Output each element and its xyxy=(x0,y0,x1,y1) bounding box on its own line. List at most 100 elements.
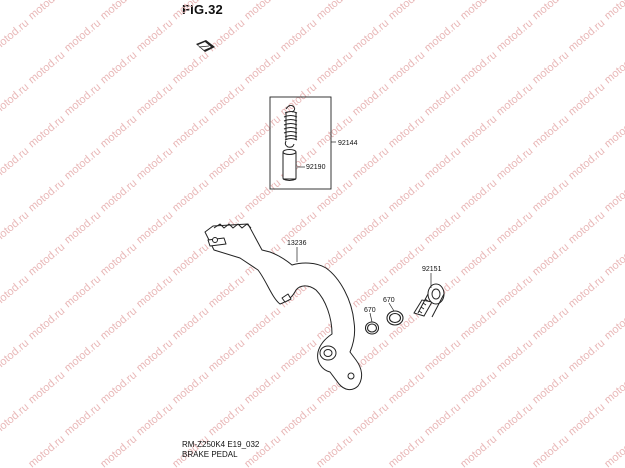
model-code: RM-Z250K4 E19_032 xyxy=(182,440,260,449)
watermark-text: motod.ru xyxy=(206,273,247,310)
watermark-text: motod.ru xyxy=(350,17,391,54)
watermark-text: motod.ru xyxy=(98,369,139,406)
watermark-text: motod.ru xyxy=(530,369,571,406)
watermark-text: motod.ru xyxy=(386,433,427,468)
watermark-text: motod.ru xyxy=(26,369,67,406)
watermark-text: motod.ru xyxy=(98,113,139,150)
watermark-text: motod.ru xyxy=(494,209,535,246)
watermark-text: motod.ru xyxy=(242,113,283,150)
watermark-text: motod.ru xyxy=(458,113,499,150)
watermark-text: motod.ru xyxy=(0,337,31,374)
watermark-text: motod.ru xyxy=(206,17,247,54)
watermark-text: motod.ru xyxy=(602,305,625,342)
figure-caption: BRAKE PEDAL xyxy=(182,450,238,459)
watermark-text: motod.ru xyxy=(170,113,211,150)
watermark-text: motod.ru xyxy=(0,145,31,182)
watermark-text: motod.ru xyxy=(278,337,319,374)
watermark-text: motod.ru xyxy=(602,433,625,468)
part-label-spring-kit: 92144 xyxy=(338,140,358,147)
watermark-text: motod.ru xyxy=(422,209,463,246)
pivot-bolt-icon xyxy=(413,283,445,318)
watermark-text: motod.ru xyxy=(350,209,391,246)
watermark-text: motod.ru xyxy=(242,305,283,342)
watermark-text: motod.ru xyxy=(0,81,31,118)
watermark-text: motod.ru xyxy=(26,49,67,86)
watermark-text: motod.ru xyxy=(206,401,247,438)
watermark-text: motod.ru xyxy=(62,273,103,310)
figure-title: FIG.32 xyxy=(182,2,223,17)
collar-icon xyxy=(282,149,297,181)
watermark-text: motod.ru xyxy=(170,305,211,342)
watermark-text: motod.ru xyxy=(26,305,67,342)
o-ring-icon-outer xyxy=(386,310,404,326)
watermark-text: motod.ru xyxy=(602,113,625,150)
watermark-text: motod.ru xyxy=(458,49,499,86)
watermark-text: motod.ru xyxy=(314,177,355,214)
watermark-text: motod.ru xyxy=(350,81,391,118)
watermark-text: motod.ru xyxy=(98,433,139,468)
watermark-text: motod.ru xyxy=(98,49,139,86)
watermark-text: motod.ru xyxy=(62,81,103,118)
watermark-text: motod.ru xyxy=(530,241,571,278)
watermark-text: motod.ru xyxy=(386,0,427,22)
watermark-text: motod.ru xyxy=(62,337,103,374)
watermark-text: motod.ru xyxy=(566,337,607,374)
watermark-text: motod.ru xyxy=(494,145,535,182)
part-label-pivot-bolt: 92151 xyxy=(422,266,442,273)
watermark-text: motod.ru xyxy=(458,177,499,214)
watermark-text: motod.ru xyxy=(170,49,211,86)
part-label-brake-pedal: 13236 xyxy=(287,240,307,247)
watermark-text: motod.ru xyxy=(422,401,463,438)
watermark-text: motod.ru xyxy=(458,0,499,22)
watermark-text: motod.ru xyxy=(530,113,571,150)
watermark-text: motod.ru xyxy=(26,241,67,278)
watermark-text: motod.ru xyxy=(386,49,427,86)
watermark-text: motod.ru xyxy=(350,145,391,182)
watermark-text: motod.ru xyxy=(566,273,607,310)
watermark-text: motod.ru xyxy=(566,81,607,118)
watermark-text: motod.ru xyxy=(458,369,499,406)
return-spring-icon xyxy=(283,104,298,148)
watermark-text: motod.ru xyxy=(566,17,607,54)
watermark-text: motod.ru xyxy=(422,17,463,54)
watermark-text: motod.ru xyxy=(530,305,571,342)
watermark-text: motod.ru xyxy=(278,401,319,438)
watermark-text: motod.ru xyxy=(458,241,499,278)
watermark-text: motod.ru xyxy=(278,17,319,54)
watermark-text: motod.ru xyxy=(566,209,607,246)
watermark-text: motod.ru xyxy=(0,273,31,310)
watermark-text: motod.ru xyxy=(134,337,175,374)
watermark-text: motod.ru xyxy=(26,433,67,468)
watermark-text: motod.ru xyxy=(386,113,427,150)
part-label-o-ring-inner: 670 xyxy=(364,307,376,314)
watermark-text: motod.ru xyxy=(206,81,247,118)
watermark-text: motod.ru xyxy=(422,337,463,374)
watermark-text: motod.ru xyxy=(170,177,211,214)
watermark-text: motod.ru xyxy=(134,209,175,246)
watermark-text: motod.ru xyxy=(98,241,139,278)
watermark-text: motod.ru xyxy=(314,0,355,22)
watermark-text: motod.ru xyxy=(134,273,175,310)
watermark-text: motod.ru xyxy=(350,273,391,310)
watermark-text: motod.ru xyxy=(530,0,571,22)
watermark-text: motod.ru xyxy=(98,305,139,342)
watermark-text: motod.ru xyxy=(242,0,283,22)
watermark-text: motod.ru xyxy=(494,273,535,310)
watermark-text: motod.ru xyxy=(422,81,463,118)
watermark-text: motod.ru xyxy=(170,0,211,22)
watermark-text: motod.ru xyxy=(314,49,355,86)
watermark-text: motod.ru xyxy=(494,401,535,438)
watermark-text: motod.ru xyxy=(134,17,175,54)
watermark-text: motod.ru xyxy=(566,145,607,182)
watermark-text: motod.ru xyxy=(602,177,625,214)
watermark-text: motod.ru xyxy=(98,0,139,22)
watermark-text: motod.ru xyxy=(0,209,31,246)
watermark-text: motod.ru xyxy=(602,0,625,22)
watermark-text: motod.ru xyxy=(314,433,355,468)
watermark-text: motod.ru xyxy=(0,17,31,54)
front-arrow-icon xyxy=(196,40,215,52)
watermark-text: motod.ru xyxy=(386,177,427,214)
part-label-o-ring-outer: 670 xyxy=(383,297,395,304)
watermark-text: motod.ru xyxy=(494,17,535,54)
